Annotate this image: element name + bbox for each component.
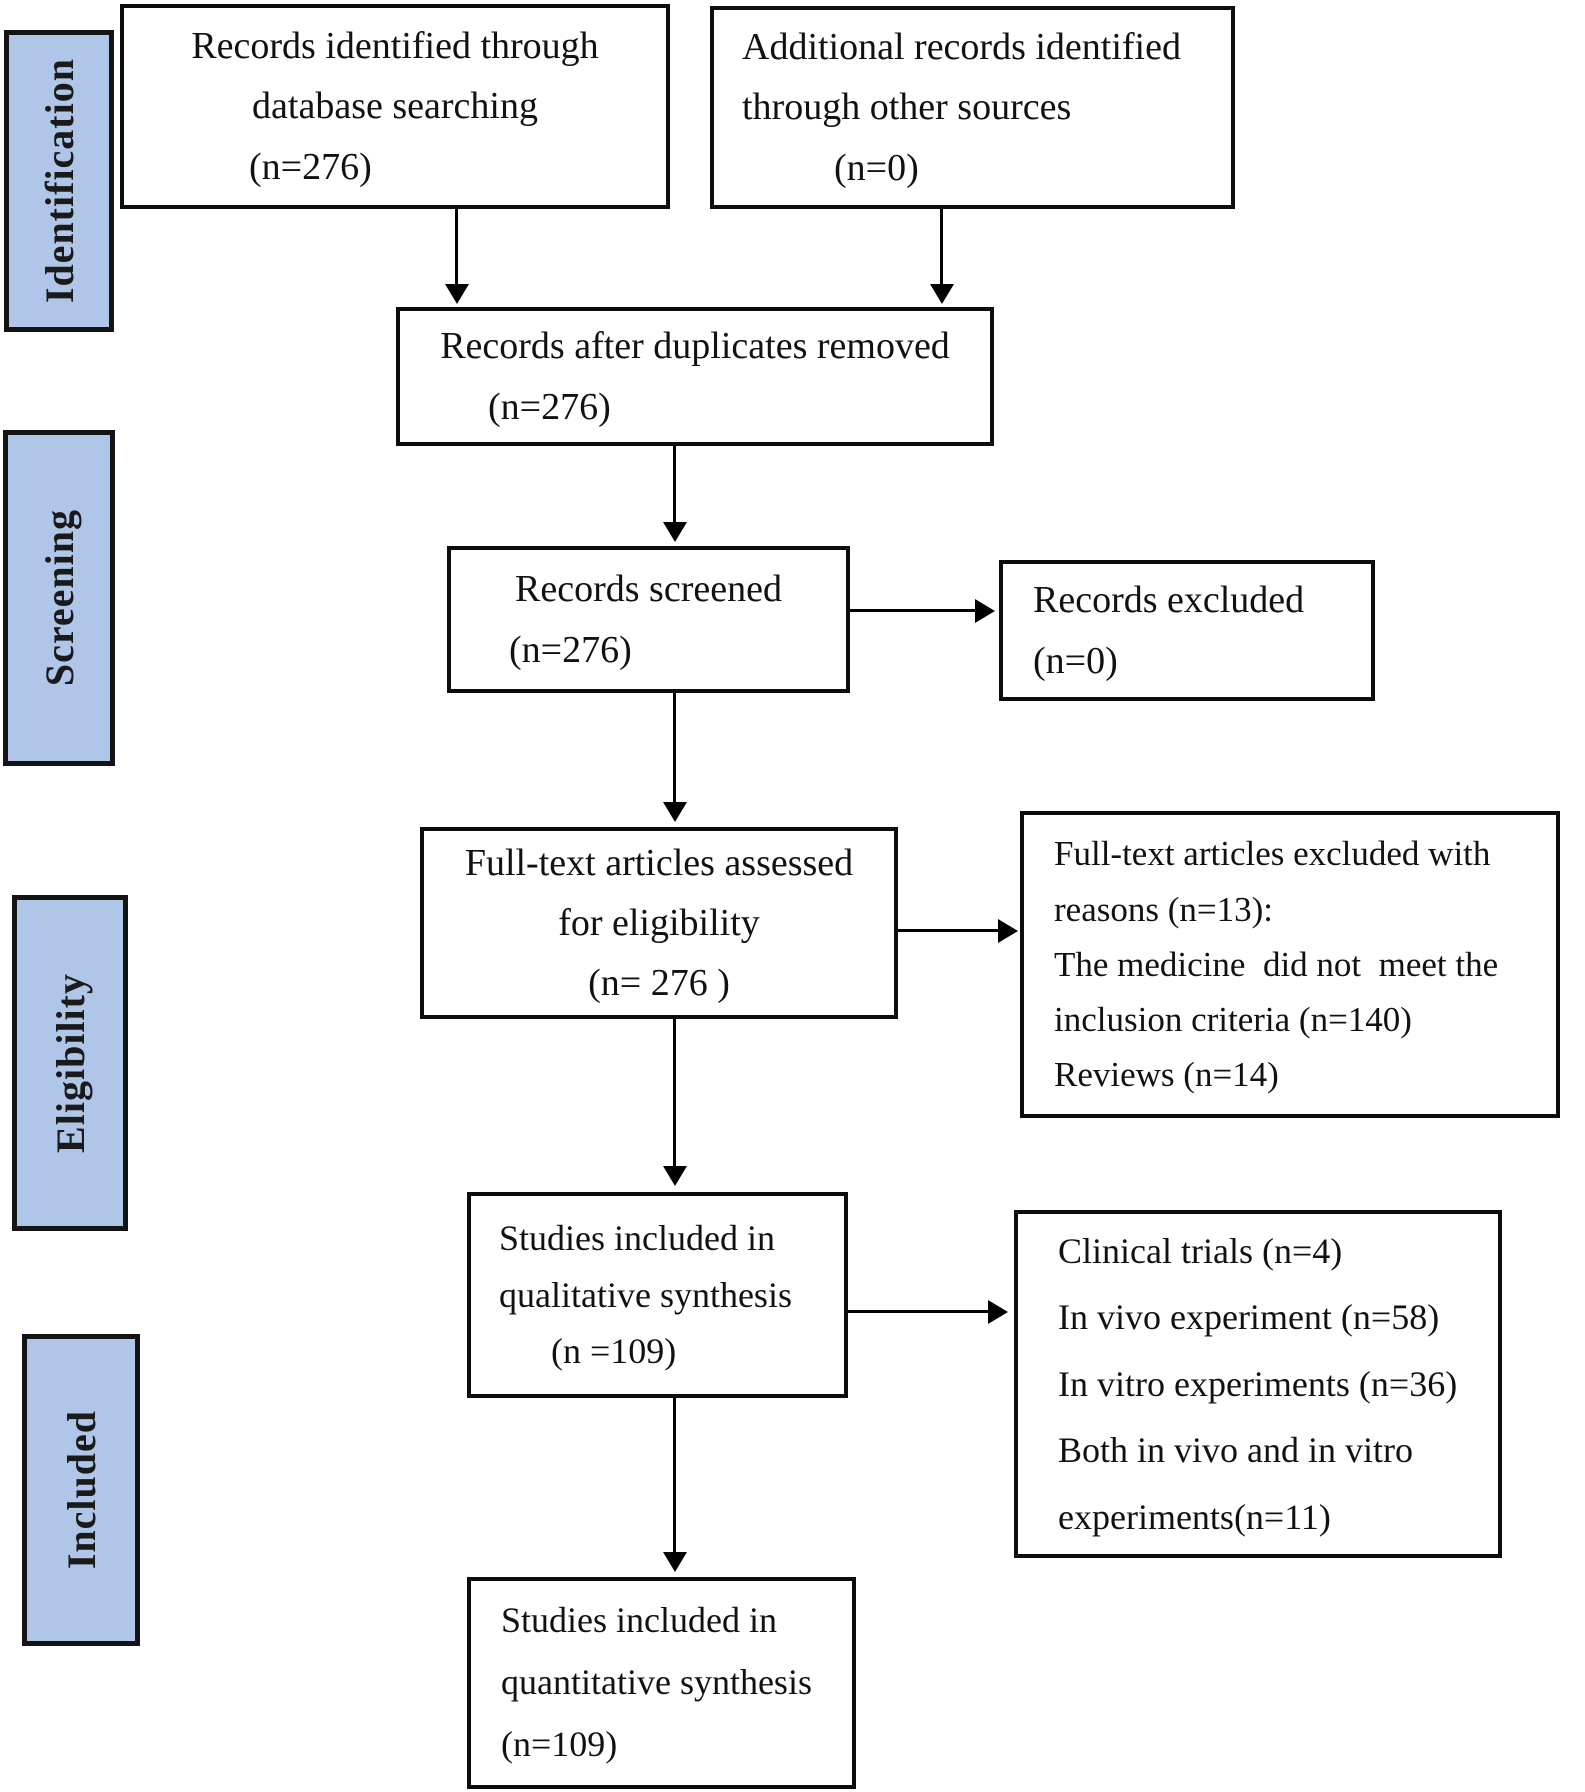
arrow-head (663, 1552, 687, 1572)
arrow-shaft (898, 929, 1000, 932)
arrow-right-qualitative-to-types-icon (848, 1300, 1008, 1324)
arrow-head (988, 1300, 1008, 1324)
box-count: (n=109) (501, 1723, 618, 1764)
box-text: In vitro experiments (n=36) (1058, 1363, 1458, 1404)
stage-eligibility: Eligibility (12, 895, 128, 1231)
arrow-down-qualitative-to-quantitative-icon (663, 1398, 687, 1572)
arrow-down-identified-to-duplicates-icon (445, 209, 469, 304)
arrow-shaft (673, 446, 676, 522)
box-text: Records screened (515, 568, 782, 611)
arrow-down-duplicates-to-screened-icon (663, 446, 687, 542)
box-after-duplicates: Records after duplicates removed (n=276) (396, 307, 994, 446)
box-text: inclusion criteria (n=140) (1054, 1000, 1412, 1040)
box-text: In vivo experiment (n=58) (1058, 1297, 1440, 1338)
arrow-shaft (455, 209, 458, 284)
box-count: (n=0) (834, 146, 919, 189)
stage-screening: Screening (3, 430, 115, 766)
arrow-shaft (673, 1398, 676, 1552)
box-text: database searching (252, 85, 538, 128)
stage-identification-label: Identification (36, 58, 82, 304)
box-text: Full-text articles excluded with (1054, 834, 1491, 874)
stage-included: Included (22, 1334, 140, 1646)
arrow-head (663, 802, 687, 822)
arrow-right-fulltext-to-excluded-icon (898, 919, 1018, 943)
box-text: Both in vivo and in vitro (1058, 1430, 1413, 1471)
arrow-shaft (940, 209, 943, 284)
box-text: The medicine did not meet the (1054, 944, 1499, 984)
box-text: Full-text articles assessed (464, 841, 854, 884)
box-count: (n =109) (551, 1331, 677, 1372)
box-count: (n=276) (488, 385, 611, 428)
box-count: (n=276) (249, 145, 372, 188)
arrow-down-additional-to-duplicates-icon (930, 209, 954, 304)
box-text: Records excluded (1033, 579, 1305, 622)
box-records-excluded: Records excluded (n=0) (999, 560, 1375, 701)
box-fulltext-excluded: Full-text articles excluded with reasons… (1020, 811, 1560, 1118)
stage-identification: Identification (4, 30, 114, 332)
box-qualitative-synthesis: Studies included in qualitative synthesi… (467, 1192, 848, 1398)
box-text: Clinical trials (n=4) (1058, 1230, 1343, 1271)
box-text: reasons (n=13): (1054, 889, 1273, 929)
arrow-head (998, 919, 1018, 943)
arrow-down-fulltext-to-qualitative-icon (663, 1019, 687, 1186)
stage-screening-label: Screening (36, 509, 82, 687)
arrow-head (445, 284, 469, 304)
arrow-shaft (673, 693, 676, 802)
box-count: (n=0) (1033, 639, 1118, 682)
box-text: Records identified through (191, 25, 599, 68)
box-text: experiments(n=11) (1058, 1496, 1331, 1537)
arrow-down-screened-to-fulltext-icon (663, 693, 687, 822)
box-count: (n=276) (509, 628, 632, 671)
box-text: through other sources (742, 86, 1072, 129)
arrow-head (663, 1166, 687, 1186)
arrow-head (975, 599, 995, 623)
box-text: Reviews (n=14) (1054, 1055, 1279, 1095)
box-records-identified: Records identified through database sear… (120, 4, 670, 209)
box-text: quantitative synthesis (501, 1662, 812, 1703)
box-text: for eligibility (558, 901, 760, 944)
stage-eligibility-label: Eligibility (47, 973, 93, 1153)
arrow-shaft (673, 1019, 676, 1166)
box-included-study-types: Clinical trials (n=4) In vivo experiment… (1014, 1210, 1502, 1558)
box-records-screened: Records screened (n=276) (447, 546, 850, 693)
box-text: Studies included in (499, 1217, 775, 1258)
arrow-shaft (850, 609, 977, 612)
arrow-head (930, 284, 954, 304)
box-text: Additional records identified (742, 26, 1181, 69)
arrow-head (663, 522, 687, 542)
box-quantitative-synthesis: Studies included in quantitative synthes… (467, 1577, 856, 1789)
box-count: (n= 276 ) (588, 962, 730, 1005)
box-text: qualitative synthesis (499, 1274, 792, 1315)
box-additional-records: Additional records identified through ot… (710, 6, 1235, 209)
arrow-shaft (848, 1310, 990, 1313)
box-text: Studies included in (501, 1600, 777, 1641)
stage-included-label: Included (58, 1410, 104, 1570)
box-fulltext-assessed: Full-text articles assessed for eligibil… (420, 827, 898, 1019)
box-text: Records after duplicates removed (440, 325, 950, 368)
arrow-right-screened-to-excluded-icon (850, 599, 995, 623)
